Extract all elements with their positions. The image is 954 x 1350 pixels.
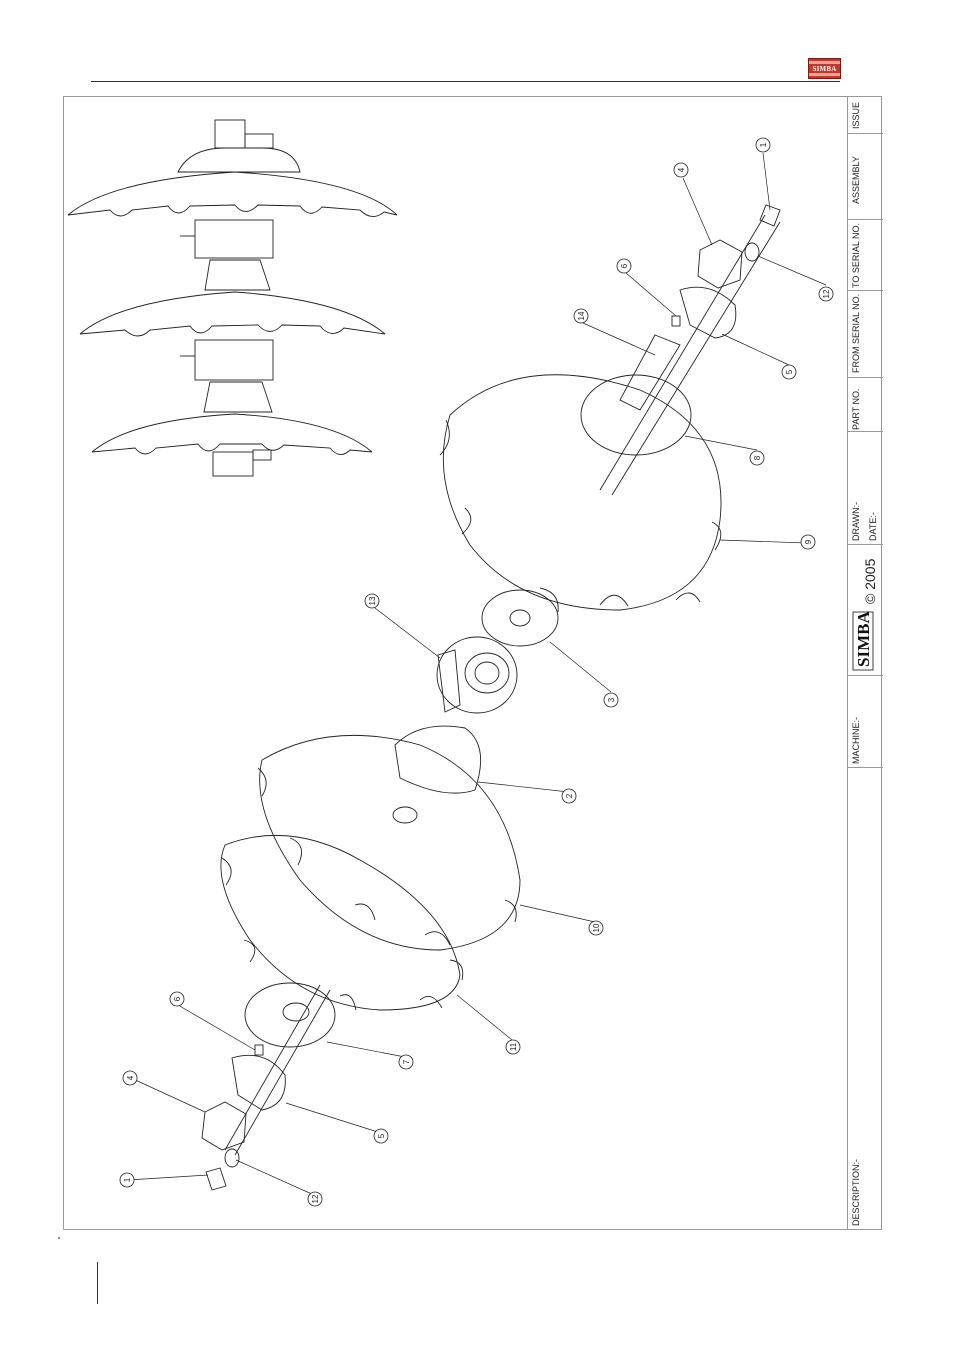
lower-bolt bbox=[206, 1168, 226, 1190]
upper-pin bbox=[672, 316, 680, 326]
svg-text:7: 7 bbox=[402, 1059, 411, 1064]
callout-bubbles: 1 4 6 12 14 5 8 9 bbox=[120, 138, 833, 1206]
lower-washer bbox=[225, 1149, 239, 1167]
callout-2: 2 bbox=[562, 789, 576, 803]
callout-5-lower: 5 bbox=[374, 1129, 388, 1143]
svg-text:3: 3 bbox=[607, 697, 616, 702]
svg-text:14: 14 bbox=[577, 311, 586, 320]
disc-9 bbox=[443, 375, 721, 610]
spacer-2 bbox=[195, 340, 273, 380]
copyright-text: © 2005 bbox=[862, 558, 878, 604]
lower-nut bbox=[202, 1102, 246, 1150]
callout-8: 8 bbox=[750, 451, 764, 465]
callout-1-lower: 1 bbox=[120, 1173, 134, 1187]
middle-disc-upper bbox=[80, 292, 385, 334]
washer-3 bbox=[482, 590, 558, 646]
bottom-disc-upper bbox=[92, 414, 372, 452]
bottom-nut bbox=[213, 452, 253, 476]
callout-6-upper: 6 bbox=[617, 259, 631, 273]
upper-axle bbox=[600, 215, 765, 490]
disc-9-notches bbox=[440, 420, 721, 612]
title-brand: © 2005 bbox=[862, 558, 878, 604]
svg-text:9: 9 bbox=[804, 539, 813, 544]
svg-text:8: 8 bbox=[753, 455, 762, 460]
svg-text:1: 1 bbox=[759, 142, 768, 147]
upper-spacer bbox=[581, 375, 691, 455]
callout-leaders bbox=[128, 153, 826, 1195]
hub-2 bbox=[395, 726, 481, 793]
top-hub-dome bbox=[178, 148, 300, 172]
hub-3 bbox=[204, 382, 272, 412]
bearing-13-race bbox=[465, 653, 509, 693]
svg-text:2: 2 bbox=[565, 793, 574, 798]
lower-clamp bbox=[232, 1055, 285, 1110]
svg-text:5: 5 bbox=[785, 369, 794, 374]
spacer-1 bbox=[195, 220, 273, 258]
svg-text:10: 10 bbox=[592, 923, 601, 932]
washer-3-hole bbox=[510, 610, 530, 626]
svg-text:12: 12 bbox=[822, 289, 831, 298]
exploded-view bbox=[202, 205, 780, 1190]
callout-4-upper: 4 bbox=[674, 163, 688, 177]
callout-12-upper: 12 bbox=[819, 287, 833, 301]
callout-3: 3 bbox=[604, 693, 618, 707]
disc-11 bbox=[221, 835, 460, 1010]
upper-clamp bbox=[680, 287, 736, 338]
svg-text:12: 12 bbox=[311, 1194, 320, 1203]
svg-text:6: 6 bbox=[173, 996, 182, 1001]
callout-9: 9 bbox=[801, 535, 815, 549]
svg-text:4: 4 bbox=[126, 1075, 135, 1080]
callout-6-lower: 6 bbox=[170, 992, 184, 1006]
svg-text:1: 1 bbox=[123, 1177, 132, 1182]
disc-10-notches bbox=[258, 768, 516, 945]
svg-text:4: 4 bbox=[677, 167, 686, 172]
top-disc-upper bbox=[68, 172, 397, 215]
washer-7-hole bbox=[283, 1003, 309, 1021]
title-brand-text: SIMBA bbox=[854, 611, 873, 667]
callout-11: 11 bbox=[506, 1040, 520, 1054]
svg-text:5: 5 bbox=[377, 1133, 386, 1138]
hub-2 bbox=[205, 260, 270, 290]
upper-washer bbox=[745, 243, 759, 261]
callout-10: 10 bbox=[589, 921, 603, 935]
callout-1-upper: 1 bbox=[756, 138, 770, 152]
callout-14: 14 bbox=[574, 309, 588, 323]
title-logo: SIMBA bbox=[853, 611, 873, 670]
top-bolt-head bbox=[245, 134, 273, 148]
assembled-view bbox=[68, 120, 397, 476]
callout-5-upper: 5 bbox=[782, 365, 796, 379]
top-nut bbox=[215, 120, 245, 148]
hub-2-key bbox=[393, 807, 417, 823]
bearing-13-bore bbox=[475, 662, 499, 684]
bottom-disc-edge bbox=[92, 444, 372, 455]
callout-4-lower: 4 bbox=[123, 1071, 137, 1085]
callout-7: 7 bbox=[399, 1055, 413, 1069]
top-disc-edge bbox=[68, 205, 397, 217]
svg-text:13: 13 bbox=[368, 596, 377, 605]
middle-disc-edge bbox=[80, 325, 385, 336]
disc-10 bbox=[260, 735, 520, 950]
svg-text:6: 6 bbox=[620, 263, 629, 268]
bearing-13 bbox=[437, 637, 517, 713]
callout-13: 13 bbox=[365, 594, 379, 608]
lower-pin bbox=[255, 1045, 263, 1055]
bottom-bolt bbox=[253, 450, 271, 460]
lower-axle bbox=[225, 985, 320, 1150]
callout-12-lower: 12 bbox=[308, 1192, 322, 1206]
svg-text:11: 11 bbox=[509, 1042, 518, 1051]
